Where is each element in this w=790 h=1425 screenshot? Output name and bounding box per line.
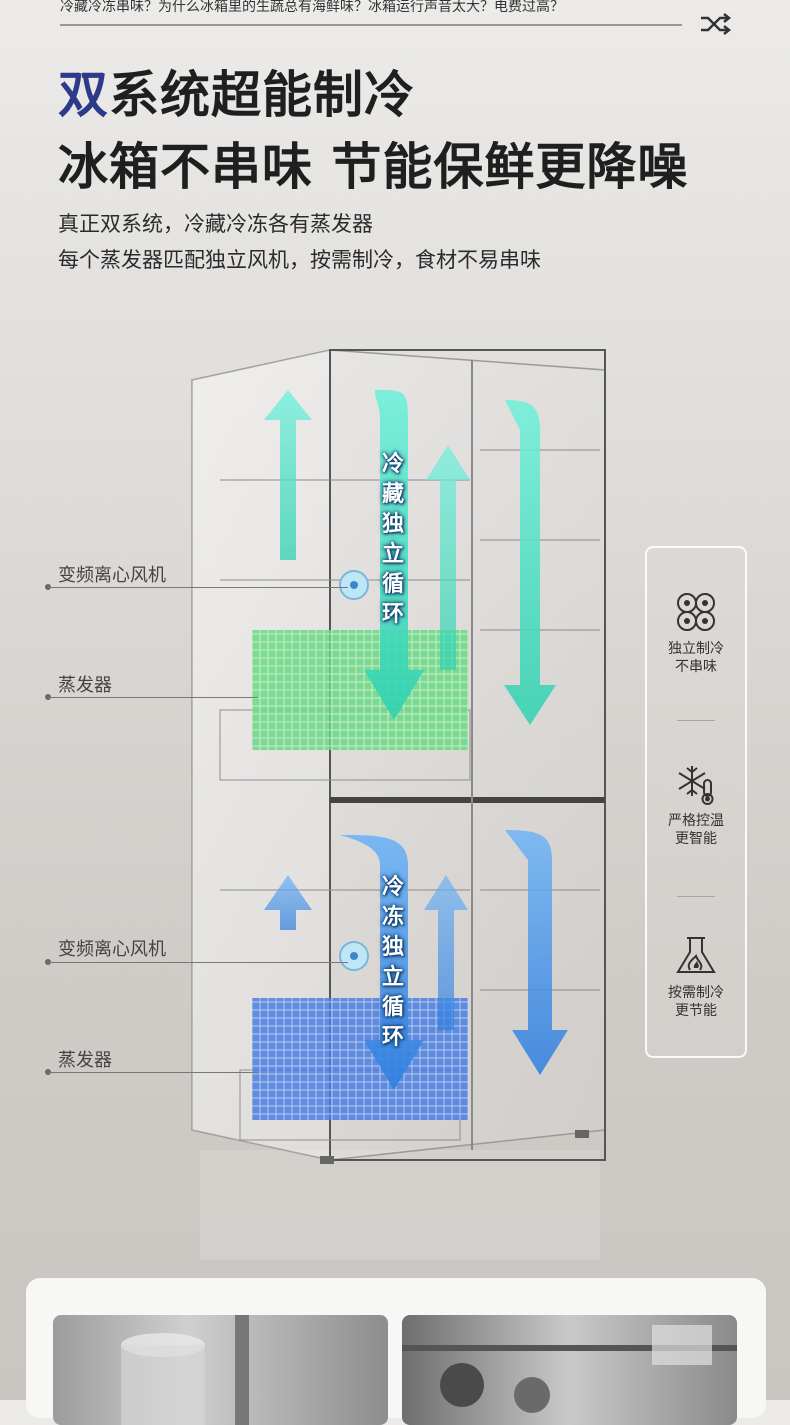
snowflake-thermometer-icon	[678, 766, 714, 805]
freezer-circulation-char: 立	[381, 965, 404, 990]
callout-fridge-fan: 变频离心风机	[58, 565, 166, 586]
fridge-circulation-char: 立	[381, 542, 404, 567]
headline-line1: 双系统超能制冷	[58, 55, 415, 127]
glass-of-ice-image	[121, 1315, 249, 1425]
callout-line	[48, 962, 348, 963]
feature-label-line1: 独立制冷	[668, 641, 724, 657]
freezer-fan-graphic	[339, 941, 369, 971]
fridge-interior-image	[402, 1325, 737, 1413]
headline-line2: 冰箱不串味 节能保鲜更降噪	[58, 138, 689, 196]
feature-label-line1: 严格控温	[668, 813, 724, 829]
banner-divider	[60, 24, 682, 26]
photo-fridge-interior	[402, 1315, 737, 1425]
fridge-circulation-char: 环	[381, 602, 404, 627]
freezer-circulation-char: 独	[381, 935, 404, 960]
freezer-circulation-char: 循	[381, 995, 404, 1020]
fridge-circulation-char: 独	[381, 512, 404, 537]
fridge-circulation-char: 冷	[381, 452, 404, 477]
four-fruit-icon	[677, 593, 715, 631]
feature-label-line2: 更智能	[675, 831, 717, 847]
freezer-circulation-char: 环	[381, 1025, 404, 1050]
freezer-circulation-label: 冷 冻 独 立 循 环	[376, 873, 410, 1053]
description-line2: 每个蒸发器匹配独立风机，按需制冷，食材不易串味	[58, 248, 541, 272]
feature-label-line1: 按需制冷	[668, 985, 724, 1001]
fridge-circulation-label: 冷 藏 独 立 循 环	[376, 450, 410, 630]
shuffle-icon[interactable]	[698, 10, 732, 38]
callout-line	[48, 587, 348, 588]
feature-independent-cooling: 独立制冷 不串味	[647, 590, 745, 676]
photo-glass-of-ice	[53, 1315, 388, 1425]
fridge-circulation-char: 循	[381, 572, 404, 597]
callout-line	[48, 697, 258, 698]
feature-label-line2: 不串味	[675, 659, 717, 675]
feature-on-demand-cooling: 按需制冷 更节能	[647, 934, 745, 1020]
feature-divider	[677, 896, 715, 897]
fridge-circulation-char: 藏	[381, 482, 404, 507]
feature-panel: 独立制冷 不串味 严格控温 更智能	[645, 546, 747, 1058]
feature-temperature-control: 严格控温 更智能	[647, 762, 745, 848]
fridge-illustration	[191, 349, 606, 1260]
description-line1: 真正双系统，冷藏冷冻各有蒸发器	[58, 212, 373, 236]
callout-freezer-evaporator: 蒸发器	[58, 1050, 112, 1071]
freezer-circulation-char: 冷	[381, 875, 404, 900]
headline-accent: 双	[58, 66, 109, 124]
callout-freezer-fan: 变频离心风机	[58, 939, 166, 960]
flask-flame-icon	[676, 937, 716, 973]
callout-line	[48, 1072, 258, 1073]
freezer-circulation-char: 冻	[381, 905, 404, 930]
feature-divider	[677, 720, 715, 721]
callout-fridge-evaporator: 蒸发器	[58, 675, 112, 696]
feature-label-line2: 更节能	[675, 1003, 717, 1019]
banner-text: 冷藏冷冻串味？为什么冰箱里的生蔬总有海鲜味？冰箱运行声音太大？电费过高？	[60, 0, 564, 15]
headline-line1-rest: 系统超能制冷	[109, 66, 415, 124]
fridge-fan-graphic	[339, 570, 369, 600]
